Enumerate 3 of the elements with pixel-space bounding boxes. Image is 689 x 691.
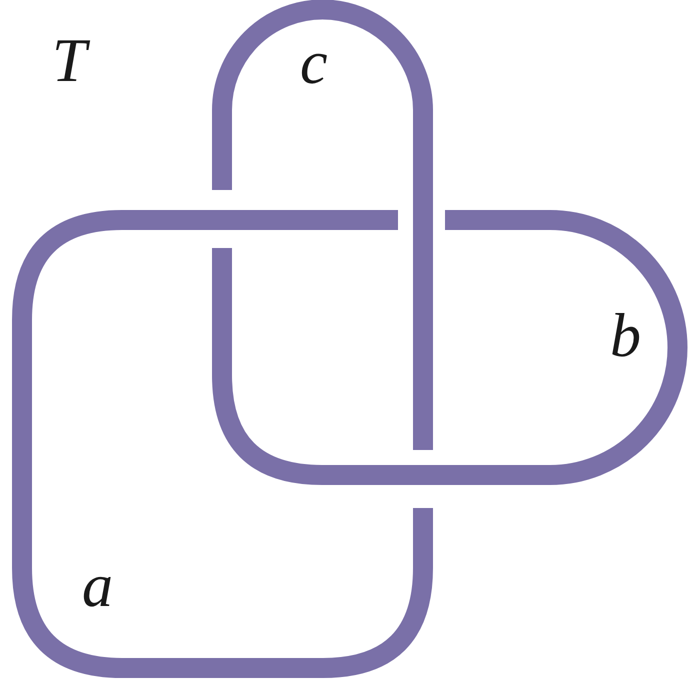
arc-label: a — [82, 555, 113, 617]
arc-label: b — [610, 305, 641, 367]
arc-label: c — [300, 32, 328, 94]
